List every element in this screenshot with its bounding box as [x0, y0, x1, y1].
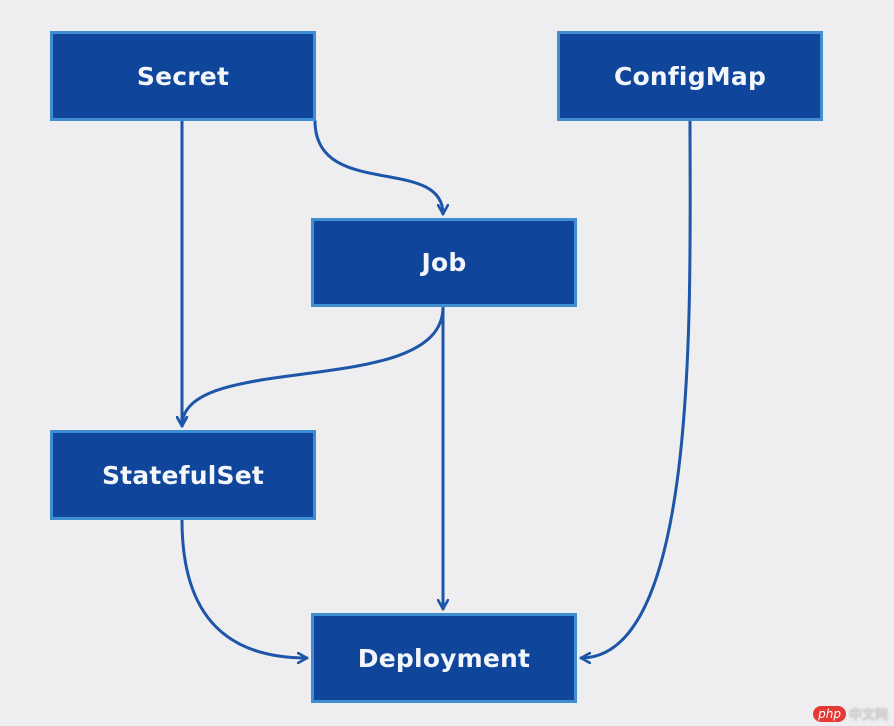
node-configmap-label: ConfigMap — [613, 61, 767, 91]
watermark: php 中文网 — [813, 704, 888, 723]
edge-statefulset-to-deployment — [180, 518, 309, 658]
node-statefulset-label: StatefulSet — [101, 460, 265, 490]
node-deployment: Deployment — [311, 613, 577, 703]
node-secret-label: Secret — [136, 61, 230, 91]
edge-secret-to-job — [313, 119, 443, 216]
node-configmap: ConfigMap — [557, 31, 823, 121]
node-deployment-label: Deployment — [357, 643, 531, 673]
watermark-text: 中文网 — [848, 708, 888, 723]
node-job: Job — [311, 218, 577, 307]
node-secret: Secret — [50, 31, 316, 121]
node-job-label: Job — [421, 248, 467, 277]
watermark-logo: php — [813, 705, 846, 722]
edge-job-to-statefulset — [182, 305, 445, 428]
edge-configmap-to-deployment — [579, 119, 692, 658]
node-statefulset: StatefulSet — [50, 430, 316, 520]
